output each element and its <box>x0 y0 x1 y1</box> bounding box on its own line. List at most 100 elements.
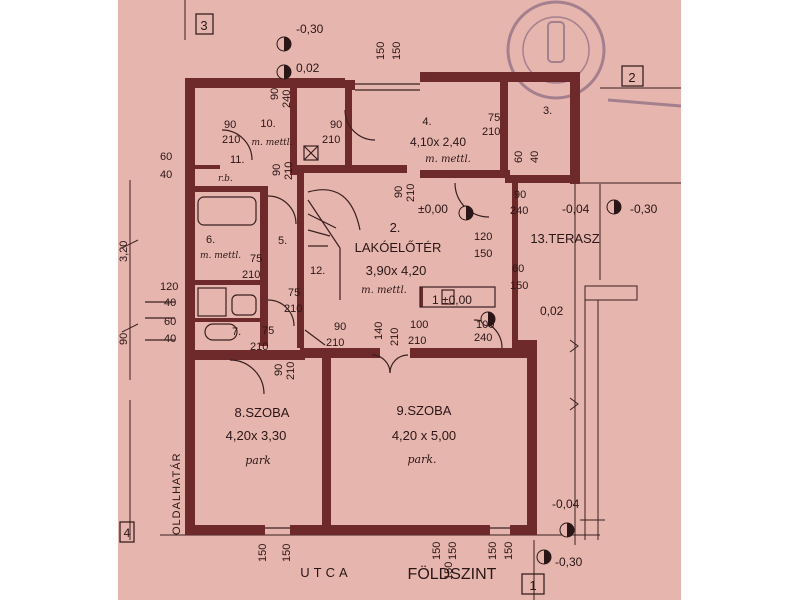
dim-210-e: 210 <box>283 162 295 180</box>
room-9-dims: 4,20 x 5,00 <box>392 428 456 443</box>
dim-60-b: 60 <box>512 263 524 275</box>
level-4: -0,04 <box>562 202 590 216</box>
room-11-number: 11. <box>230 154 244 166</box>
dim-3-20: 3,20 <box>118 241 130 262</box>
dim-120-a: 120 <box>474 231 492 243</box>
grid-mark-2: 2 <box>628 70 635 85</box>
room-11-note: r.b. <box>218 174 233 184</box>
dim-90-c: 90 <box>330 119 342 131</box>
dim-75-c: 75 <box>288 287 300 299</box>
dim-210-l: 210 <box>408 335 426 347</box>
room-9-floor: park. <box>407 453 436 466</box>
room-7-number: 7. <box>232 326 241 338</box>
dim-75-d: 75 <box>262 325 274 337</box>
dimension-labels: 150 150 90 240 90 210 90 210 75 210 60 4… <box>118 42 541 580</box>
authority-stamp <box>506 0 682 108</box>
room-2-number: 2. <box>390 220 401 235</box>
level-2: 0,02 <box>296 61 320 75</box>
dim-150-k: 150 <box>443 562 455 580</box>
level-7: 0,02 <box>540 304 564 318</box>
floor-title: FÖLDSZINT <box>408 565 497 583</box>
room-5-number: 5. <box>278 235 287 247</box>
dim-150-g: 150 <box>431 542 443 560</box>
dim-210-f: 210 <box>405 184 417 202</box>
level-9: -0,30 <box>555 555 583 569</box>
room-2-dims: 3,90x 4,20 <box>366 263 427 278</box>
room-10-floor: m. mettl. <box>251 138 292 148</box>
grid-mark-3: 3 <box>200 18 207 33</box>
room-13-name: 13.TERASZ <box>530 231 599 246</box>
dim-90-b: 90 <box>224 119 236 131</box>
dim-150-c: 150 <box>474 248 492 260</box>
dim-210-h: 210 <box>284 303 302 315</box>
room-4-dims: 4,10x 2,40 <box>410 135 466 149</box>
dim-210-i: 210 <box>250 341 268 353</box>
dim-40-side: 40 <box>160 169 172 181</box>
staircase <box>307 189 361 231</box>
dim-40-c: 40 <box>164 333 176 345</box>
room-6-number: 6. <box>206 234 215 246</box>
dim-210-k: 210 <box>389 328 401 346</box>
street-label: UTCA <box>300 565 351 580</box>
room-8-dims: 4,20x 3,30 <box>226 428 287 443</box>
dim-40-a: 40 <box>529 151 541 163</box>
room-12-number: 12. <box>310 265 325 277</box>
room-8-floor: park <box>245 454 271 467</box>
grid-mark-1: 1 <box>529 578 536 593</box>
room-2-name: LAKÓELŐTÉR <box>355 240 442 255</box>
dim-90-f: 90 <box>514 189 526 201</box>
dim-90: 90 <box>269 88 281 100</box>
room-10-number: 10. <box>260 118 275 130</box>
bathtub <box>197 196 257 226</box>
level-5: -0,30 <box>630 202 658 216</box>
room-8-name: 8.SZOBA <box>235 405 290 420</box>
room-3-number: 3. <box>543 105 552 117</box>
level-markers <box>276 36 622 565</box>
dim-210-b: 210 <box>222 134 240 146</box>
grid-markers <box>119 13 644 595</box>
dim-210-g: 210 <box>242 269 260 281</box>
level-values: -0,30 0,02 ±0,00 -0,04 -0,30 1 ±0,00 0,0… <box>296 22 658 569</box>
level-8: -0,04 <box>552 497 580 511</box>
room-9-name: 9.SZOBA <box>397 403 452 418</box>
dim-240-h: 240 <box>474 332 492 344</box>
dim-150-h: 150 <box>447 542 459 560</box>
walls <box>185 72 580 535</box>
dim-90-h: 90 <box>334 321 346 333</box>
dim-210-c: 210 <box>322 134 340 146</box>
dim-40-b: 40 <box>164 297 176 309</box>
room-6-floor: m. mettl. <box>200 251 241 261</box>
dim-90-d: 90 <box>271 164 283 176</box>
dim-150-top-a: 150 <box>375 42 387 60</box>
room-4-number: 4. <box>422 116 431 128</box>
dim-140: 140 <box>373 322 385 340</box>
dim-75-b: 75 <box>250 253 262 265</box>
level-1: -0,30 <box>296 22 324 36</box>
dim-100-b: 100 <box>476 319 494 331</box>
room-2-floor: m. mettl. <box>361 285 407 296</box>
fixtures <box>145 83 510 529</box>
toilet <box>204 323 238 341</box>
room-4-floor: m. mettl. <box>425 154 471 165</box>
dim-240-g: 240 <box>510 205 528 217</box>
dim-60-d: 60 <box>164 316 176 328</box>
dim-60-c: 60 <box>160 151 172 163</box>
dim-210-d: 210 <box>482 126 500 138</box>
dim-90-e: 90 <box>393 186 405 198</box>
dim-150-j: 150 <box>503 542 515 560</box>
dim-90-i: 90 <box>273 364 285 376</box>
dim-150-f: 150 <box>281 544 293 562</box>
dim-240: 240 <box>281 90 293 108</box>
dim-150-d: 150 <box>510 280 528 292</box>
dim-90-g: 90 <box>118 333 130 345</box>
dim-210-j: 210 <box>326 337 344 349</box>
dim-150-i: 150 <box>487 542 499 560</box>
dim-150-e: 150 <box>257 544 269 562</box>
dim-75-a: 75 <box>488 112 500 124</box>
dim-120-b: 120 <box>160 281 178 293</box>
dim-210-m: 210 <box>285 362 297 380</box>
level-6: 1 ±0,00 <box>432 293 472 307</box>
side-boundary-label: OLDALHATÁR <box>170 452 183 535</box>
